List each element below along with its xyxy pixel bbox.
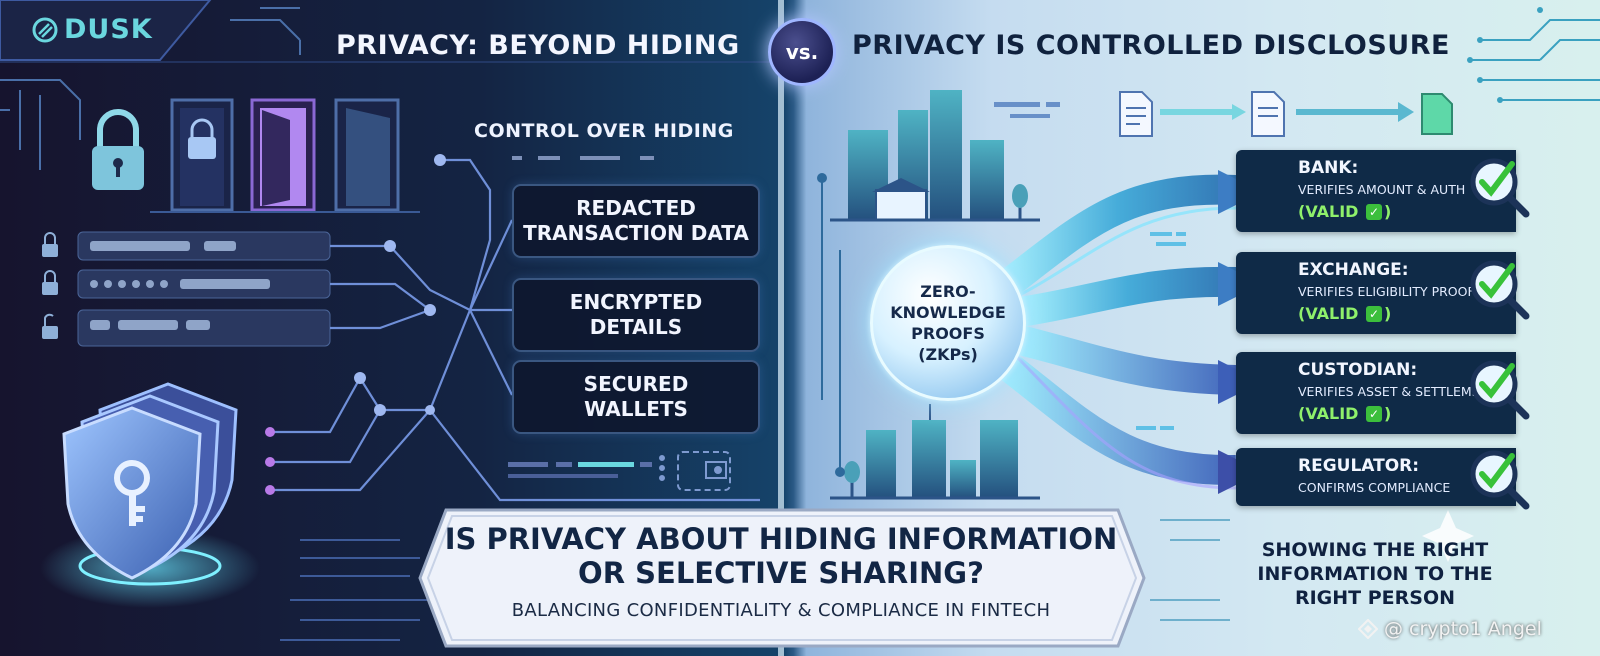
zkp-line: ZERO-	[920, 282, 976, 301]
author-credit: @ crypto1 Angel	[1358, 618, 1542, 640]
small-lock-icons	[42, 232, 58, 339]
magnifier-check-icon	[1470, 360, 1530, 420]
zkp-orb: ZERO- KNOWLEDGE PROOFS (ZKPs)	[870, 245, 1026, 401]
verifier-bank: BANK: VERIFIES AMOUNT & AUTH (VALID ✓)	[1236, 150, 1516, 232]
wallet-icon	[659, 451, 731, 491]
check-icon: ✓	[1366, 406, 1382, 422]
box-line: WALLETS	[584, 397, 688, 421]
box-line: ENCRYPTED	[569, 290, 703, 314]
valid-end: )	[1384, 304, 1392, 323]
flow-dash-marks	[1136, 232, 1186, 430]
dash-line-bottom	[508, 462, 652, 478]
brand-name: DUSK	[64, 14, 153, 45]
magnifier-check-icon	[1470, 158, 1530, 218]
circuit-lines-left	[0, 7, 301, 170]
valid-status: (VALID ✓)	[1298, 202, 1391, 221]
dusk-logo-icon	[32, 17, 58, 42]
valid-status: (VALID ✓)	[1298, 404, 1391, 423]
verifier-custodian: CUSTODIAN: VERIFIES ASSET & SETTLEMENT (…	[1236, 352, 1516, 434]
city-skyline-top	[830, 90, 1040, 222]
document-flow	[994, 91, 1453, 137]
box-line: SECURED	[583, 372, 689, 396]
doors-group	[170, 98, 400, 212]
shield-key-icon	[62, 382, 238, 580]
zkp-line: PROOFS	[911, 324, 985, 343]
vs-label: vs.	[785, 40, 819, 64]
magnifier-check-icon	[1470, 260, 1530, 320]
magnifier-check-icon	[1470, 450, 1530, 510]
banner-question-line2: OR SELECTIVE SHARING?	[578, 556, 984, 590]
verifier-title: CUSTODIAN:	[1298, 360, 1418, 380]
brand-logo: DUSK	[32, 14, 153, 45]
dash-line-top	[512, 156, 654, 160]
left-title: PRIVACY: BEYOND HIDING	[336, 30, 740, 61]
verifier-desc: CONFIRMS COMPLIANCE	[1298, 480, 1451, 495]
verifier-title: EXCHANGE:	[1298, 260, 1409, 280]
box-line: DETAILS	[589, 315, 683, 339]
credit-text: @ crypto1 Angel	[1384, 618, 1542, 640]
valid-text: (VALID	[1298, 304, 1359, 323]
footer-line: RIGHT PERSON	[1294, 587, 1456, 609]
valid-text: (VALID	[1298, 202, 1359, 221]
vs-badge: vs.	[768, 18, 836, 86]
network-lines	[270, 158, 760, 502]
verifier-title: BANK:	[1298, 158, 1359, 178]
box-line: REDACTED	[576, 196, 696, 220]
right-title: PRIVACY IS CONTROLLED DISCLOSURE	[852, 30, 1450, 61]
check-icon: ✓	[1366, 306, 1382, 322]
flow-ribbons	[990, 174, 1237, 490]
network-nodes	[265, 154, 446, 495]
showing-right-info: SHOWING THE RIGHT INFORMATION TO THE RIG…	[1228, 538, 1522, 610]
verifier-desc: VERIFIES ELIGIBILITY PROOF	[1298, 284, 1475, 299]
zkp-line: (ZKPs)	[918, 345, 978, 364]
banner-subtitle: BALANCING CONFIDENTIALITY & COMPLIANCE I…	[511, 600, 1051, 621]
city-skyline-bottom	[830, 404, 1040, 500]
verifier-title: REGULATOR:	[1298, 456, 1420, 476]
padlock-icon	[92, 109, 144, 190]
zkp-line: KNOWLEDGE	[890, 303, 1006, 322]
valid-end: )	[1384, 404, 1392, 423]
circuit-lines-bottom	[280, 539, 430, 641]
sparkle-icon	[1422, 510, 1474, 562]
check-icon: ✓	[1366, 204, 1382, 220]
control-over-hiding-title: CONTROL OVER HIDING	[474, 120, 734, 142]
valid-status: (VALID ✓)	[1298, 304, 1391, 323]
banner-question-line1: IS PRIVACY ABOUT HIDING INFORMATION	[444, 522, 1118, 556]
verifier-desc: VERIFIES ASSET & SETTLEMENT	[1298, 384, 1490, 399]
circuit-lines-right	[1470, 19, 1600, 101]
verifier-desc: VERIFIES AMOUNT & AUTH	[1298, 182, 1466, 197]
logo-plate	[0, 0, 212, 61]
verifier-regulator: REGULATOR: CONFIRMS COMPLIANCE	[1236, 448, 1516, 506]
box-line: TRANSACTION DATA	[523, 221, 749, 245]
footer-line: INFORMATION TO THE	[1257, 563, 1493, 585]
question-banner: IS PRIVACY ABOUT HIDING INFORMATION OR S…	[424, 508, 1138, 648]
verifier-exchange: EXCHANGE: VERIFIES ELIGIBILITY PROOF (VA…	[1236, 252, 1516, 334]
redacted-rows	[77, 231, 331, 347]
valid-text: (VALID	[1298, 404, 1359, 423]
diamond-logo-icon	[1358, 619, 1378, 639]
footer-line: SHOWING THE RIGHT	[1261, 539, 1489, 561]
valid-end: )	[1384, 202, 1392, 221]
banner-plate	[418, 508, 1146, 648]
